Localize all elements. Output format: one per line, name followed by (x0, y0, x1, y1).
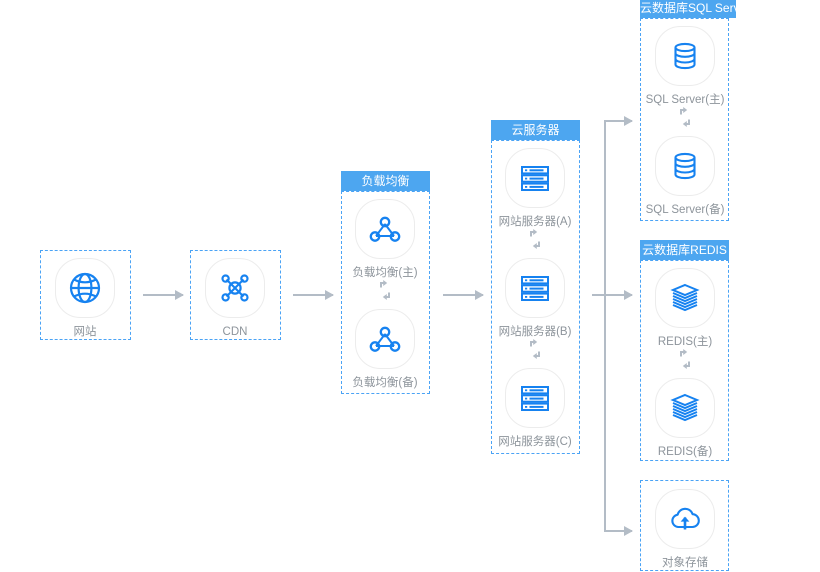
globe-icon (55, 258, 115, 318)
group-header-redis: 云数据库REDIS (640, 240, 729, 260)
cdn-node-box[interactable] (190, 250, 281, 340)
connector-website-to-cdn (143, 290, 184, 300)
sync-double-arrow-icon (527, 228, 543, 250)
node-cdn[interactable]: CDN (190, 258, 280, 339)
node-label: REDIS(备) (657, 446, 713, 458)
node-redis-primary[interactable]: REDIS(主) (640, 268, 730, 349)
node-label: CDN (222, 326, 248, 338)
website-node-box[interactable] (40, 250, 131, 340)
sync-double-arrow-icon (377, 279, 393, 301)
node-load-balancer-backup[interactable]: 负载均衡(备) (340, 309, 430, 390)
node-web-server-a[interactable]: 网站服务器(A) (490, 148, 580, 229)
sync-double-arrow-icon (677, 106, 693, 128)
cloud-server-group-box[interactable] (491, 140, 580, 454)
node-label: REDIS(主) (657, 336, 713, 348)
node-sqlserver-primary[interactable]: SQL Server(主) (640, 26, 730, 107)
connector-cloud-server-to-backend-trunk (592, 290, 633, 300)
database-cylinder-icon (655, 136, 715, 196)
node-sqlserver-backup[interactable]: SQL Server(备) (640, 136, 730, 217)
node-label: 负载均衡(备) (352, 377, 418, 389)
node-label: 对象存储 (662, 557, 708, 569)
database-cylinder-icon (655, 26, 715, 86)
cdn-network-icon (205, 258, 265, 318)
cloud-upload-icon (655, 489, 715, 549)
sqlserver-group-box[interactable] (640, 18, 729, 221)
node-load-balancer-primary[interactable]: 负载均衡(主) (340, 199, 430, 280)
node-redis-backup[interactable]: REDIS(备) (640, 378, 730, 459)
node-label: 网站服务器(B) (498, 326, 572, 338)
group-header-cloud-server: 云服务器 (491, 120, 580, 140)
node-label: SQL Server(主) (645, 94, 725, 106)
sync-double-arrow-icon (677, 348, 693, 370)
node-label: 网站服务器(A) (498, 216, 572, 228)
backend-trunk-line (604, 120, 606, 532)
node-label: 负载均衡(主) (352, 267, 418, 279)
node-label: 网站服务器(C) (498, 436, 572, 448)
connector-load-balancer-to-cloud-server (443, 290, 484, 300)
sync-double-arrow-icon (527, 338, 543, 360)
connector-trunk-to-object-storage (604, 526, 633, 536)
load-balancer-icon (355, 309, 415, 369)
server-rack-icon (505, 258, 565, 318)
node-object-storage[interactable]: 对象存储 (640, 489, 730, 570)
group-header-sqlserver: 云数据库SQL Server (640, 0, 736, 18)
group-header-load-balancer: 负载均衡 (341, 171, 430, 191)
node-label: 网站 (73, 326, 97, 338)
redis-stack-icon (655, 268, 715, 328)
server-rack-icon (505, 148, 565, 208)
object-storage-node-box[interactable] (640, 480, 729, 571)
connector-trunk-to-sqlserver (604, 116, 633, 126)
connector-cdn-to-load-balancer (293, 290, 334, 300)
node-web-server-c[interactable]: 网站服务器(C) (490, 368, 580, 449)
node-web-server-b[interactable]: 网站服务器(B) (490, 258, 580, 339)
redis-group-box[interactable] (640, 260, 729, 461)
load-balancer-icon (355, 199, 415, 259)
node-label: SQL Server(备) (645, 204, 725, 216)
node-website[interactable]: 网站 (40, 258, 130, 339)
load-balancer-group-box[interactable] (341, 191, 430, 394)
server-rack-icon (505, 368, 565, 428)
redis-stack-icon (655, 378, 715, 438)
